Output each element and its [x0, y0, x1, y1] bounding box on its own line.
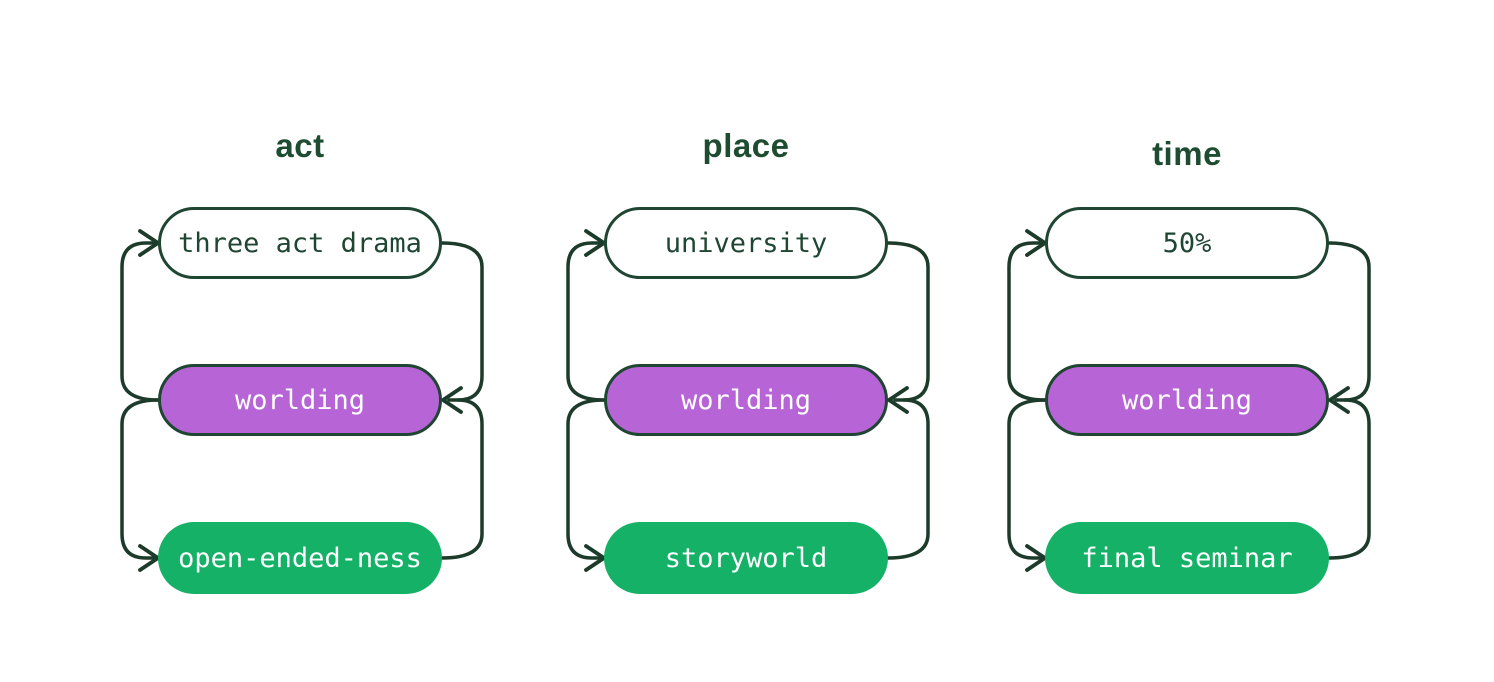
act-top-node: three act drama: [158, 207, 442, 279]
column-title-place: place: [702, 127, 790, 164]
place-top-node-label: university: [664, 227, 828, 259]
place-bottom-node-label: storyworld: [664, 542, 828, 574]
place-bottom-node: storyworld: [604, 522, 888, 594]
column-title-time: time: [1152, 135, 1222, 172]
time-bottom-node-label: final seminar: [1081, 542, 1293, 574]
column-title-act: act: [275, 127, 325, 164]
place-worlding-node: worlding: [604, 364, 888, 436]
act-worlding-node: worlding: [158, 364, 442, 436]
place-worlding-node-label: worlding: [680, 384, 812, 416]
act-bottom-node-label: open-ended-ness: [178, 542, 422, 574]
time-worlding-node-label: worlding: [1121, 384, 1253, 416]
time-worlding-node: worlding: [1045, 364, 1329, 436]
place-top-node: university: [604, 207, 888, 279]
time-bottom-node: final seminar: [1045, 522, 1329, 594]
act-bottom-node: open-ended-ness: [158, 522, 442, 594]
time-top-node: 50%: [1045, 207, 1329, 279]
time-top-node-label: 50%: [1162, 227, 1212, 259]
act-top-node-label: three act drama: [178, 227, 422, 259]
act-worlding-node-label: worlding: [234, 384, 366, 416]
